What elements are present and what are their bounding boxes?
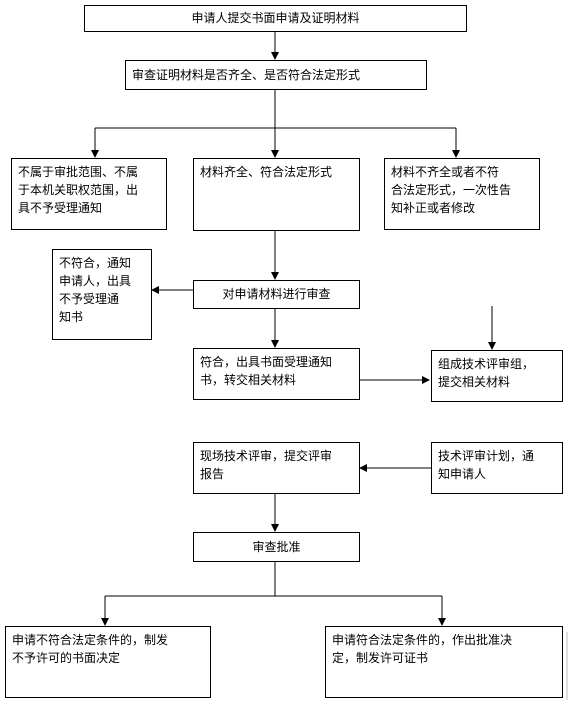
node-review: 对申请材料进行审查	[193, 280, 360, 309]
node-form-team: 组成技术评审组， 提交相关材料	[431, 350, 563, 402]
node-reject: 申请不符合法定条件的，制发 不予许可的书面决定	[5, 626, 211, 698]
node-grant: 申请符合法定条件的，作出批准决 定，制发许可证书	[325, 626, 563, 698]
node-check: 审查证明材料是否齐全、是否符合法定形式	[125, 60, 427, 90]
node-approve: 审查批准	[193, 532, 360, 562]
node-conform: 符合，出具书面受理通知 书，转交相关材料	[193, 348, 360, 400]
node-onsite: 现场技术评审，提交评审 报告	[193, 442, 360, 494]
node-incomplete: 材料不齐全或者不符 合法定形式，一次性告 知补正或者修改	[384, 158, 540, 230]
node-complete: 材料齐全、符合法定形式	[193, 158, 360, 231]
node-not-in-scope: 不属于审批范围、不属 于本机关职权范围，出 具不予受理通知	[11, 158, 167, 230]
node-apply: 申请人提交书面申请及证明材料	[84, 5, 467, 32]
node-not-conform: 不符合，通知 申请人，出具 不予受理通 知书	[52, 249, 152, 340]
node-plan: 技术评审计划，通 知申请人	[431, 442, 563, 494]
